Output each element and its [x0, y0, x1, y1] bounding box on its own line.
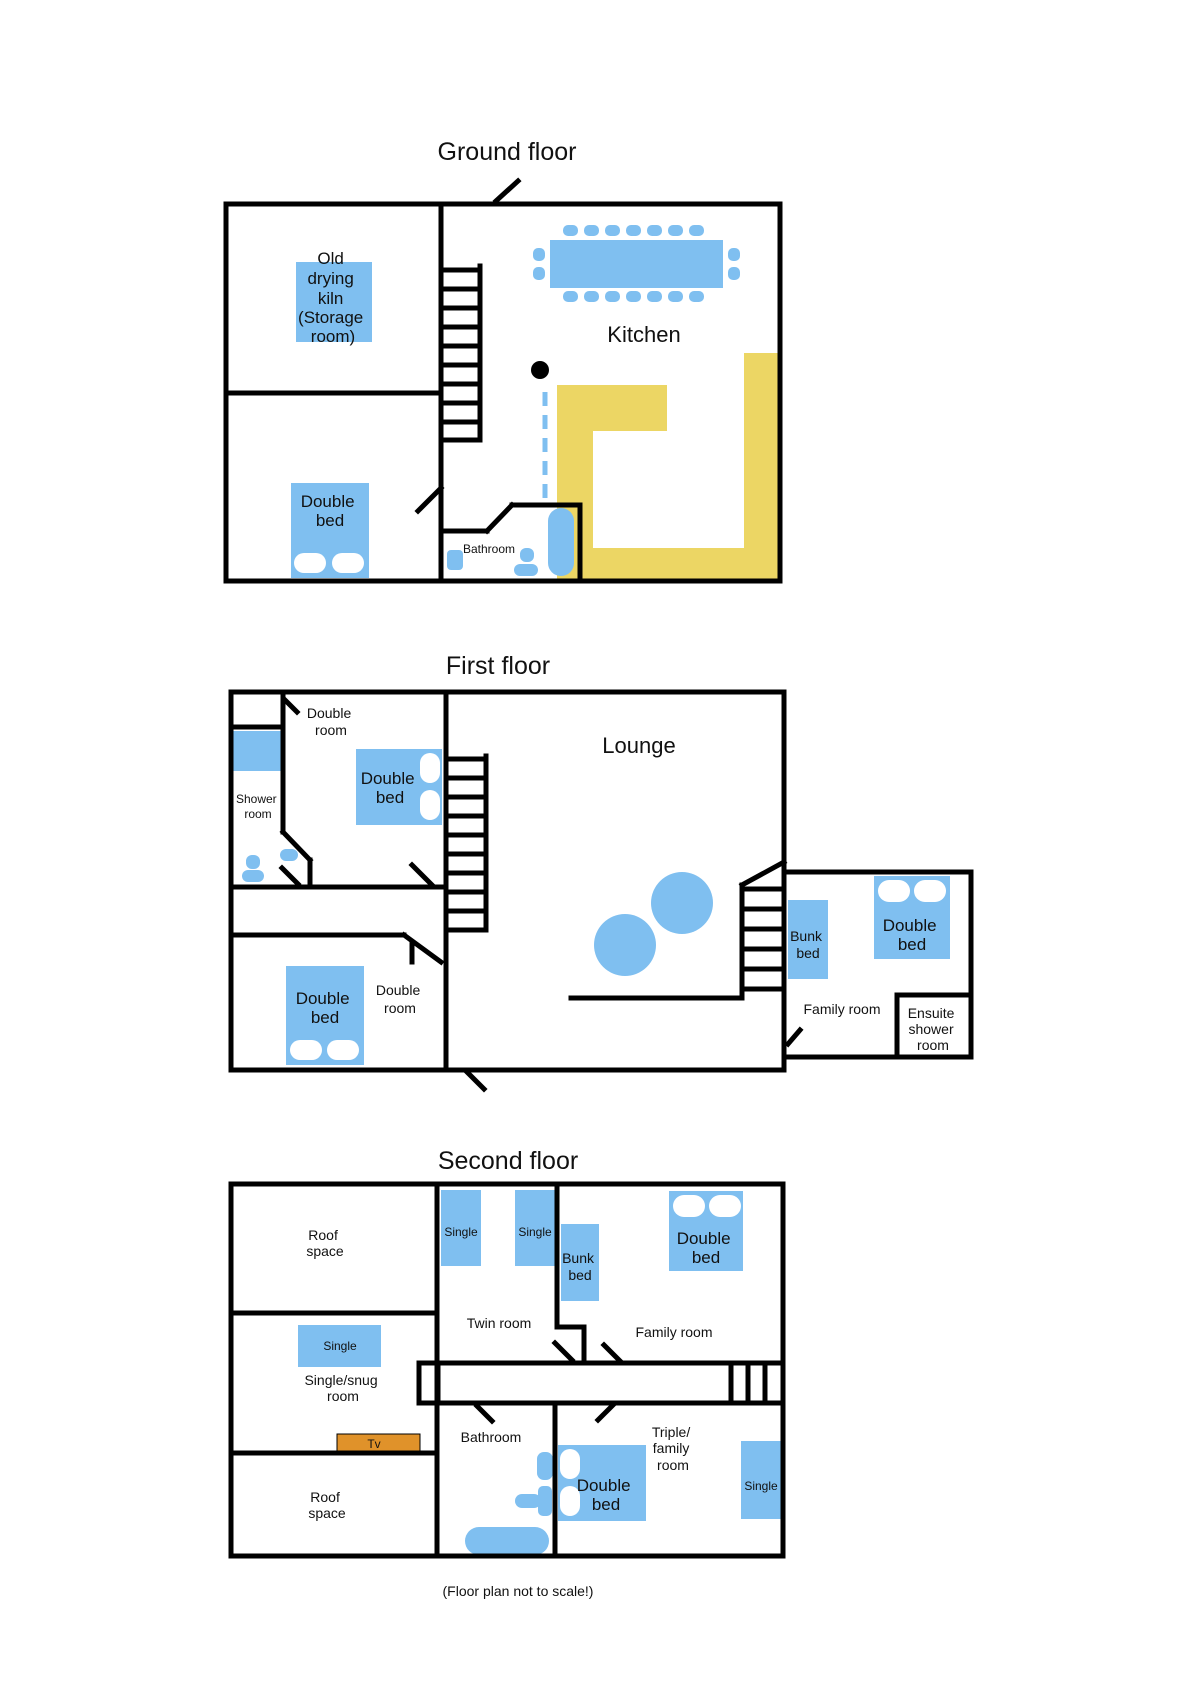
twin-room-label: Twin room [467, 1315, 532, 1331]
ground-walls [223, 177, 783, 584]
ground-double-bed-label: Double bed [301, 492, 360, 530]
second-bathroom-label: Bathroom [461, 1429, 522, 1445]
second-family-double-bed-label: Double bed [677, 1229, 736, 1267]
ground-stairs [438, 263, 483, 443]
lounge-table-1 [651, 872, 713, 934]
kitchen-label: Kitchen [607, 322, 680, 347]
first-floor: First floor [228, 652, 974, 1093]
snug-single-bed-label: Single [323, 1339, 357, 1353]
roof-space-top-label: Roof space [306, 1227, 344, 1259]
triple-room-label: Triple/ family room [652, 1424, 694, 1473]
snug-room-label: Single/snug room [304, 1372, 381, 1404]
first-family-room-label: Family room [803, 1001, 880, 1017]
kiln-box [296, 262, 372, 342]
ground-double-bed [291, 483, 369, 578]
second-bunk-bed-label: Bunk bed [562, 1250, 598, 1283]
triple-double-bed-label: Double bed [577, 1476, 636, 1514]
second-bathroom-fixtures [465, 1452, 553, 1555]
shower-room-fixtures [242, 849, 298, 882]
twin-single-bed-a-label: Single [444, 1225, 478, 1239]
kitchen-counter [557, 353, 778, 583]
twin-single-bed-a [441, 1190, 481, 1266]
dining-table [533, 225, 740, 302]
snug-single-bed [298, 1325, 381, 1367]
first-double-bed-bottom-label: Double bed [296, 989, 355, 1027]
ground-floor-title: Ground floor [438, 138, 577, 166]
second-family-double-bed [669, 1191, 743, 1271]
kitchen-post [531, 361, 549, 379]
second-stairs [435, 1360, 768, 1406]
first-family-double-bed-label: Double bed [883, 916, 942, 954]
first-double-bed-bottom [286, 966, 364, 1065]
first-double-room-top-label: Double room [307, 705, 355, 738]
shower-tray [233, 731, 281, 771]
triple-single-bed [741, 1441, 781, 1519]
ground-floor: Ground floor [223, 138, 783, 584]
triple-double-bed [558, 1445, 646, 1521]
first-double-bed-top-label: Double bed [361, 769, 420, 807]
first-double-room-bottom-label: Double room [376, 982, 424, 1016]
ground-bathroom-label: Bathroom [463, 542, 515, 556]
kiln-label: Old drying kiln (Storage room) [298, 249, 368, 346]
ensuite-shower-room-label: Ensuite shower room [908, 1005, 959, 1053]
tv-label: Tv [367, 1437, 380, 1451]
first-walls [228, 689, 974, 1093]
ground-bathroom-fixtures [447, 508, 574, 576]
footnote: (Floor plan not to scale!) [443, 1583, 594, 1599]
second-floor: Second floor [228, 1147, 786, 1559]
triple-single-bed-label: Single [744, 1479, 778, 1493]
second-bunk-bed [561, 1224, 599, 1301]
lounge-table-2 [594, 914, 656, 976]
lounge-label: Lounge [602, 733, 675, 758]
first-family-double-bed [874, 876, 950, 959]
shower-room-label: Shower room [236, 792, 280, 821]
second-family-room-label: Family room [635, 1324, 712, 1340]
first-stairs-right [739, 882, 787, 1001]
twin-single-bed-b-label: Single [518, 1225, 552, 1239]
first-floor-title: First floor [446, 652, 550, 680]
twin-single-bed-b [515, 1190, 556, 1266]
first-bunk-bed [788, 900, 828, 979]
first-stairs-left [443, 753, 489, 933]
roof-space-bottom-label: Roof space [308, 1489, 346, 1521]
second-floor-title: Second floor [438, 1147, 578, 1175]
first-bunk-bed-label: Bunk bed [790, 928, 826, 961]
first-double-bed-top [356, 749, 442, 825]
